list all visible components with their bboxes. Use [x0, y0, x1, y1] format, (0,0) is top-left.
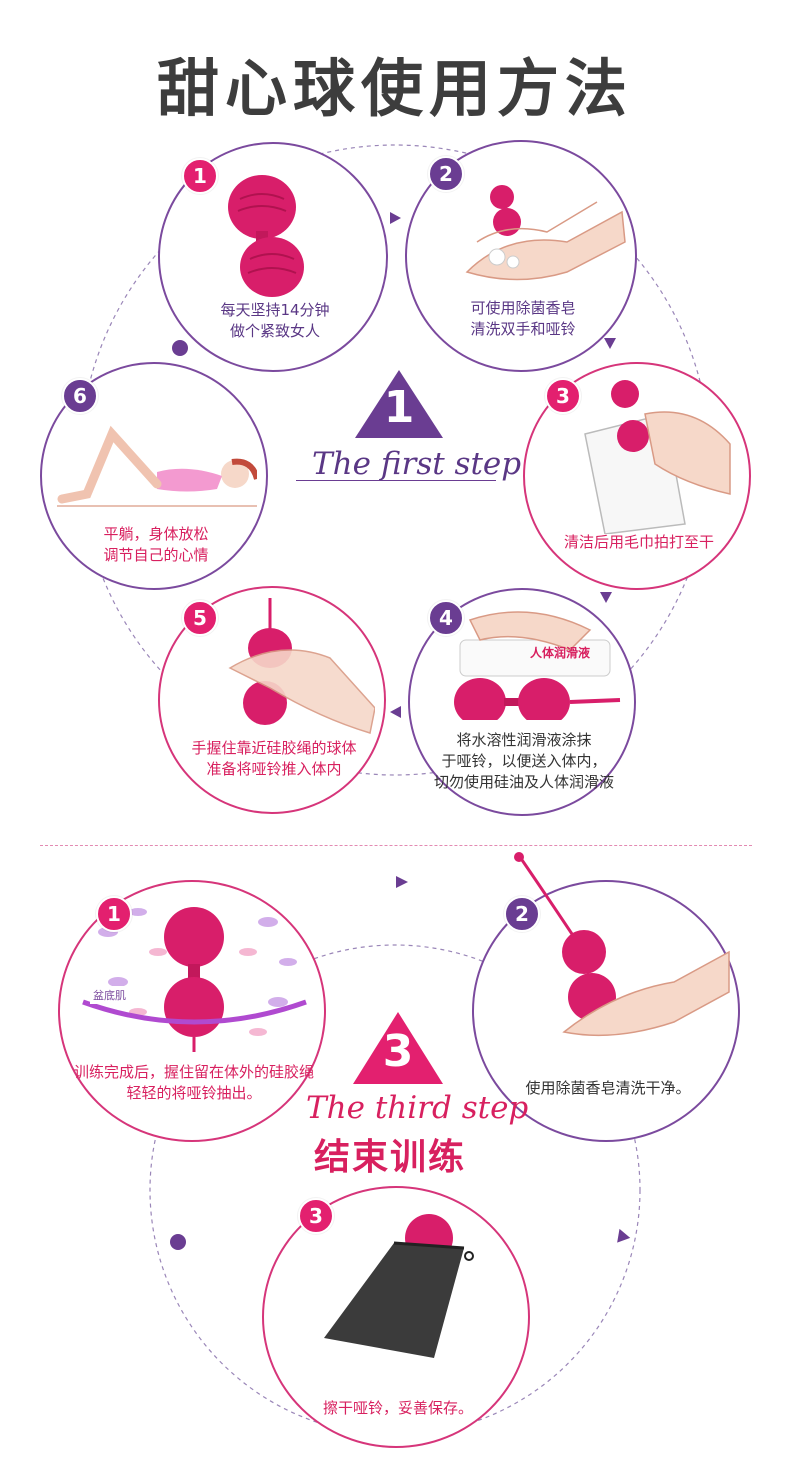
step1-badge: 1: [182, 158, 218, 194]
step4-badge: 4: [428, 600, 464, 636]
step5-caption: 手握住靠近硅胶绳的球体准备将哑铃推入体内: [191, 739, 357, 778]
section-divider: [40, 845, 752, 846]
end-step3-badge: 3: [298, 1198, 334, 1234]
end-step1-circle: 盆底肌 训练完成后，握住留在体外的硅胶绳轻轻的将哑铃抽出。: [58, 880, 326, 1142]
pelvic-floor-label: 盆底肌: [90, 986, 129, 1004]
step3-caption: 清洁后用毛巾拍打至干: [563, 533, 714, 551]
end-step2-caption: 使用除菌香皂清洗干净。: [525, 1079, 691, 1097]
triangle-icon: [353, 1012, 443, 1084]
petals-balls-illustration: [82, 907, 307, 1052]
step5-badge: 5: [182, 600, 218, 636]
section1-triangle-number: 1: [383, 382, 415, 433]
arrow-down-icon: [600, 592, 612, 603]
path-dot-icon: [170, 1234, 186, 1250]
arrow-right-icon: [390, 212, 401, 224]
hand-holding-balls-illustration: [228, 598, 375, 734]
section3-triangle-number: 3: [382, 1026, 414, 1077]
section1-step-label: The first step: [312, 446, 522, 482]
end-step2-badge: 2: [504, 896, 540, 932]
arrow-down-icon: [604, 338, 616, 349]
end-step1-badge: 1: [96, 896, 132, 932]
arrow-right-icon: [396, 876, 408, 888]
step2-caption: 可使用除菌香皂清洗双手和哑铃: [470, 299, 576, 338]
end-step1-caption: 训练完成后，握住留在体外的硅胶绳轻轻的将哑铃抽出。: [73, 1063, 314, 1102]
end-step3-caption: 擦干哑铃，妥善保存。: [322, 1399, 473, 1417]
step2-badge: 2: [428, 156, 464, 192]
storage-pouch-illustration: [324, 1214, 474, 1358]
path-dot-icon: [172, 340, 188, 356]
lubricant-illustration: [454, 611, 621, 720]
lubricant-bottle-label: 人体润滑液: [530, 646, 591, 660]
towel-drying-illustration: [584, 380, 731, 534]
cleaning-balls-illustration: [514, 852, 730, 1037]
step3-badge: 3: [545, 378, 581, 414]
arrow-left-icon: [390, 706, 401, 718]
step6-caption: 平躺，身体放松调节自己的心情: [103, 525, 209, 564]
page-title: 甜心球使用方法: [156, 52, 633, 125]
step-label-underline: [296, 480, 496, 481]
step1-caption: 每天坚持14分钟做个紧致女人: [220, 301, 330, 340]
washing-hands-illustration: [465, 185, 626, 281]
step4-caption: 将水溶性润滑液涂抹于哑铃，以便送入体内，切勿使用硅油及人体润滑液: [433, 731, 614, 791]
section3-subtitle: 结束训练: [314, 1137, 467, 1178]
step6-badge: 6: [62, 378, 98, 414]
kegel-balls-illustration: [228, 175, 304, 297]
triangle-icon: [355, 370, 443, 438]
lying-woman-illustration: [57, 425, 257, 507]
section3-step-label: The third step: [306, 1090, 529, 1126]
